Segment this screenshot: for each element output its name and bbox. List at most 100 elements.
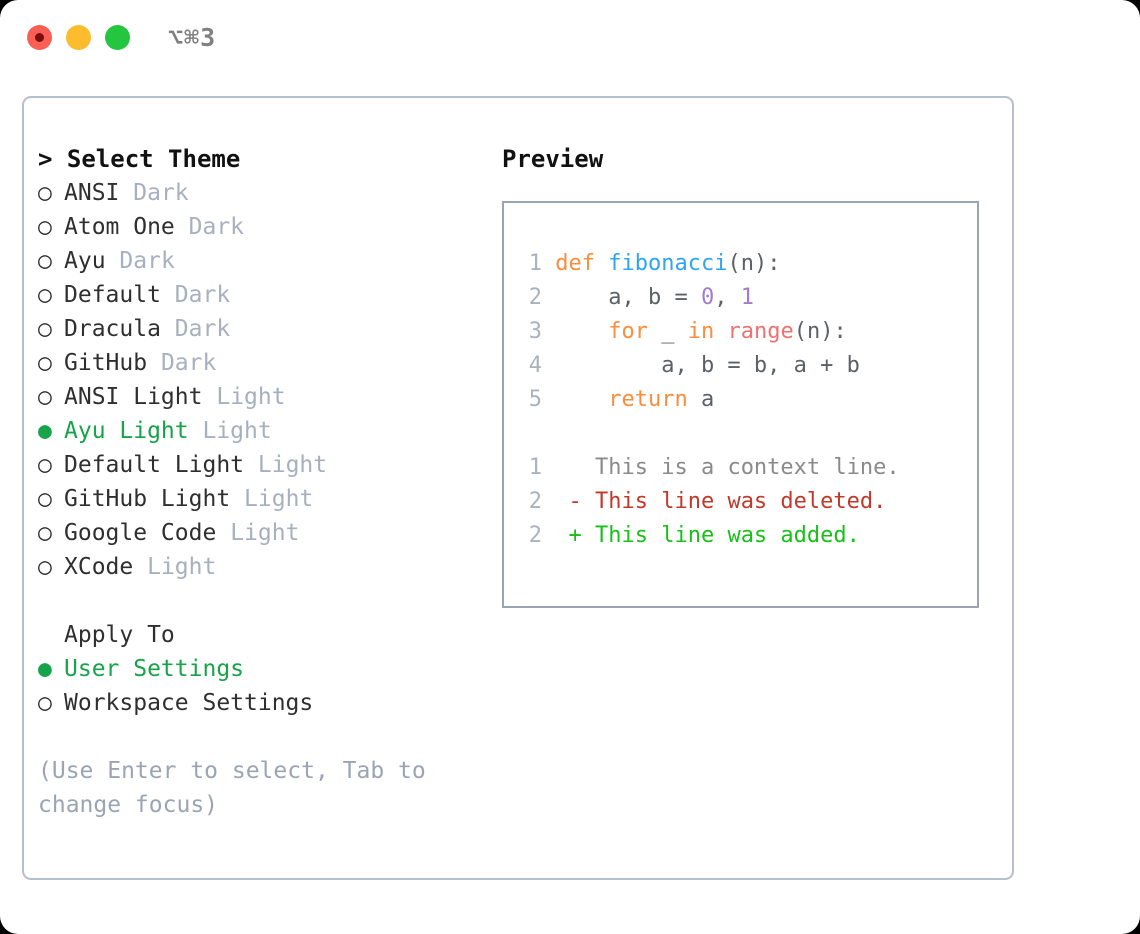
diff-sign: - (568, 489, 582, 514)
apply-to-options-list: ● User Settings ○ Workspace Settings (38, 652, 478, 720)
theme-option-label: GitHub Light (64, 486, 231, 512)
theme-option-google-code[interactable]: ○Google Code Light (38, 516, 478, 550)
code-token-plain (714, 319, 727, 344)
diff-line-number: 2 (528, 523, 542, 548)
theme-option-tag: Dark (174, 316, 231, 342)
title-bar: ⌥⌘3 (0, 0, 1140, 76)
theme-option-default-light[interactable]: ○ Default Light Light (38, 448, 478, 482)
theme-option-tag: Dark (160, 350, 217, 376)
apply-to-option-user-settings[interactable]: ● User Settings (38, 652, 478, 686)
code-line: 1 def fibonacci(n): (520, 247, 977, 281)
code-token-kw: for (608, 319, 648, 344)
theme-option-label: Atom One (64, 214, 175, 240)
window-title: ⌥⌘3 (168, 23, 217, 52)
diff-gutter-space (542, 489, 569, 514)
radio-unselected-icon: ○ (38, 282, 52, 308)
code-token-num: 0 (700, 285, 715, 310)
theme-option-tag: Light (257, 452, 328, 478)
code-token-fn: fibonacci (608, 251, 728, 276)
theme-option-github-light[interactable]: ○GitHub Light Light (38, 482, 478, 516)
theme-option-label: GitHub (64, 350, 148, 376)
theme-selector-panel: > Select Theme ○ANSI Dark○Atom One Dark○… (22, 96, 1014, 880)
label-tag-spacer (161, 316, 175, 342)
code-token-kw: in (687, 319, 715, 344)
radio-selected-icon: ● (38, 656, 52, 682)
theme-option-ayu[interactable]: ○Ayu Dark (38, 244, 478, 278)
apply-to-option-label: User Settings (64, 656, 245, 682)
theme-option-default[interactable]: ○Default Dark (38, 278, 478, 312)
theme-option-tag: Dark (119, 248, 175, 274)
label-tag-spacer (244, 452, 258, 478)
theme-option-label: ANSI Light (64, 384, 203, 410)
code-token-plain (542, 319, 608, 344)
code-token-kw: return (608, 387, 688, 412)
code-line: 2 a, b = 0, 1 (520, 281, 977, 315)
label-tag-spacer (147, 350, 161, 376)
close-button-icon[interactable] (27, 25, 52, 50)
theme-option-label: Default Light (64, 452, 245, 478)
theme-option-atom-one[interactable]: ○Atom One Dark (38, 210, 478, 244)
radio-unselected-icon: ○ (38, 452, 52, 478)
code-line-number: 4 (528, 353, 542, 378)
code-line-number: 1 (528, 251, 542, 276)
theme-options-list: ○ANSI Dark○Atom One Dark○Ayu Dark○Defaul… (38, 176, 478, 584)
diff-sign: + (568, 523, 582, 548)
minimize-button-icon[interactable] (66, 25, 91, 50)
theme-option-ansi[interactable]: ○ANSI Dark (38, 176, 478, 210)
label-tag-spacer (216, 520, 230, 546)
code-token-plain: a, b = (542, 285, 701, 310)
theme-option-label: Ayu Light (64, 418, 189, 444)
code-token-plain: , (714, 285, 741, 310)
radio-unselected-icon: ○ (38, 316, 52, 342)
label-tag-spacer (119, 180, 133, 206)
diff-text: This line was added. (581, 523, 860, 548)
theme-option-tag: Dark (174, 282, 231, 308)
theme-option-tag: Dark (188, 214, 245, 240)
theme-list-column: > Select Theme ○ANSI Dark○Atom One Dark○… (38, 142, 478, 822)
code-token-num: 1 (740, 285, 754, 310)
traffic-light-controls (27, 25, 130, 50)
theme-option-label: ANSI (64, 180, 120, 206)
diff-text: This is a context line. (581, 455, 900, 480)
theme-option-xcode[interactable]: ○XCode Light (38, 550, 478, 584)
code-token-plain: (n): (793, 319, 847, 344)
theme-option-tag: Light (147, 554, 217, 580)
theme-option-ansi-light[interactable]: ○ANSI Light Light (38, 380, 478, 414)
diff-gutter-space (542, 455, 569, 480)
radio-unselected-icon: ○ (38, 350, 52, 376)
code-line: 4 a, b = b, a + b (520, 349, 977, 383)
code-token-builtin: range (727, 319, 794, 344)
radio-unselected-icon: ○ (38, 248, 52, 274)
diff-gutter-space (542, 523, 569, 548)
label-tag-spacer (161, 282, 175, 308)
select-theme-header: > Select Theme (38, 145, 241, 173)
theme-option-ayu-light[interactable]: ●Ayu Light Light (38, 414, 478, 448)
code-token-plain (542, 387, 608, 412)
code-token-plain (542, 251, 555, 276)
code-line-number: 5 (528, 387, 542, 412)
label-tag-spacer (175, 214, 189, 240)
code-line: 3 for _ in range(n): (520, 315, 977, 349)
theme-option-label: Dracula (64, 316, 161, 342)
theme-option-github[interactable]: ○ GitHub Dark (38, 346, 478, 380)
preview-column: Preview 1 def fibonacci(n):2 a, b = 0, 1… (502, 142, 1002, 608)
maximize-button-icon[interactable] (105, 25, 130, 50)
code-token-plain (595, 251, 608, 276)
label-tag-spacer (189, 418, 203, 444)
theme-option-tag: Light (230, 520, 300, 546)
keyboard-hint-text: (Use Enter to select, Tab to change focu… (38, 758, 426, 818)
theme-option-dracula[interactable]: ○ Dracula Dark (38, 312, 478, 346)
apply-to-option-workspace-settings[interactable]: ○ Workspace Settings (38, 686, 478, 720)
theme-option-tag: Dark (133, 180, 189, 206)
diff-sign (569, 455, 582, 480)
apply-to-option-label: Workspace Settings (64, 690, 314, 716)
radio-unselected-icon: ○ (38, 690, 52, 716)
code-diff-gap (520, 417, 977, 451)
diff-sample-block: 1 This is a context line.2 - This line w… (520, 451, 977, 553)
code-token-kw: def (555, 251, 595, 276)
label-tag-spacer (106, 248, 120, 274)
radio-unselected-icon: ○ (38, 520, 52, 546)
